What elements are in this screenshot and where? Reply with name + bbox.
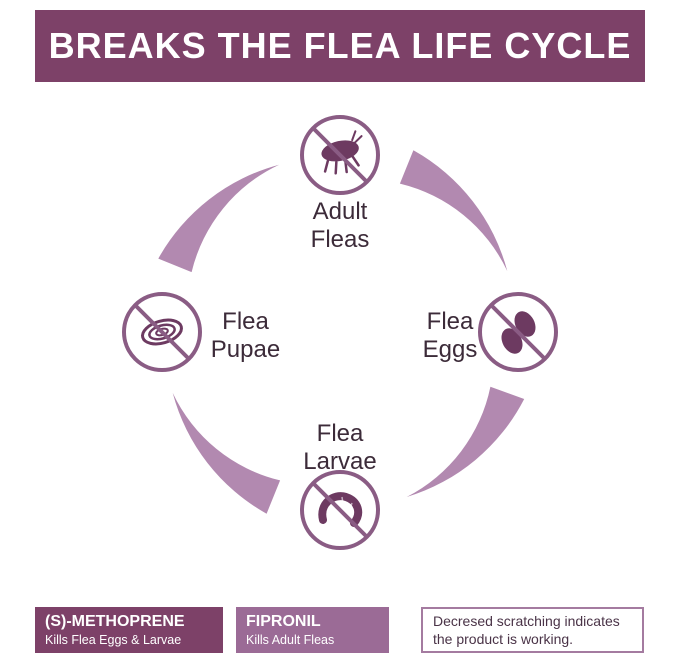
stage-label-flea-larvae: Flea Larvae xyxy=(303,420,377,475)
fipronil-name: FIPRONIL xyxy=(246,613,321,630)
methoprene-desc: Kills Flea Eggs & Larvae xyxy=(45,633,182,647)
cycle-arc-top-right xyxy=(399,150,508,272)
methoprene-name: (S)-METHOPRENE xyxy=(45,613,185,630)
methoprene-legend: (S)-METHOPRENE Kills Flea Eggs & Larvae xyxy=(35,607,223,653)
fipronil-desc: Kills Adult Fleas xyxy=(246,633,335,647)
stage-label-adult-fleas: Adult Fleas xyxy=(310,198,370,253)
header-banner: BREAKS THE FLEA LIFE CYCLE xyxy=(35,10,645,82)
no-flea-pupae-icon xyxy=(122,292,202,372)
cycle-arc-right-bottom xyxy=(406,386,525,497)
no-flea-eggs-icon xyxy=(478,292,558,372)
no-flea-larvae-icon xyxy=(300,470,380,550)
scratching-note: Decresed scratching indicates the produc… xyxy=(421,607,644,653)
no-adult-fleas-icon xyxy=(300,115,380,195)
cycle-arc-bottom-left xyxy=(172,392,281,514)
page-title: BREAKS THE FLEA LIFE CYCLE xyxy=(48,25,632,66)
stage-label-flea-eggs: Flea Eggs xyxy=(422,308,478,363)
stage-label-flea-pupae: Flea Pupae xyxy=(210,308,281,363)
cycle-arcs xyxy=(158,150,525,514)
cycle-arc-left-top xyxy=(158,164,280,273)
fipronil-legend: FIPRONIL Kills Adult Fleas xyxy=(236,607,389,653)
